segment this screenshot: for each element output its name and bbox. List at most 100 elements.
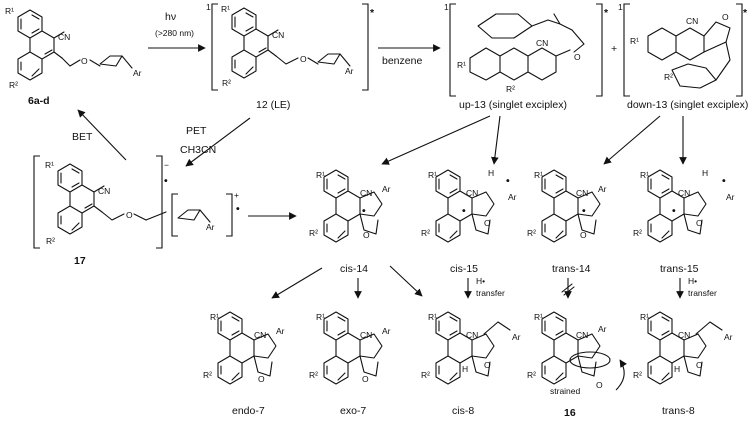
svg-text:trans-8: trans-8 <box>662 405 695 417</box>
svg-text:•: • <box>462 205 466 217</box>
arrow-trans15-h-transfer: H• transfer <box>676 276 717 299</box>
svg-text:•: • <box>672 205 676 217</box>
svg-text:R¹: R¹ <box>221 4 230 14</box>
arrow-irradiation: hν (>280 nm) <box>148 11 206 52</box>
svg-text:Ar: Ar <box>512 332 521 342</box>
svg-text:R¹: R¹ <box>640 170 649 180</box>
arrow-up13-to-cis15 <box>491 115 501 165</box>
svg-text:R²: R² <box>527 370 536 380</box>
svg-text:CN: CN <box>678 188 690 198</box>
svg-text:Ar: Ar <box>598 324 607 334</box>
svg-text:CN: CN <box>686 16 698 26</box>
svg-text:R¹: R¹ <box>457 60 466 70</box>
svg-text:*: * <box>743 7 748 19</box>
svg-text:H: H <box>702 168 708 178</box>
svg-text:Ar: Ar <box>382 326 391 336</box>
svg-text:•: • <box>362 205 366 217</box>
compound-trans-15: R¹ CN H • Ar • O R² trans-15 <box>633 168 735 275</box>
svg-text:H: H <box>674 364 680 374</box>
svg-text:H•: H• <box>476 276 485 286</box>
svg-text:exo-7: exo-7 <box>340 405 366 417</box>
svg-text:transfer: transfer <box>688 288 717 298</box>
svg-text:benzene: benzene <box>382 55 422 67</box>
svg-text:O: O <box>363 230 370 240</box>
compound-endo-7: R¹ CN Ar O R² endo-7 <box>203 311 285 417</box>
svg-text:CN: CN <box>360 188 372 198</box>
svg-text:R¹: R¹ <box>428 312 437 322</box>
svg-text:(>280 nm): (>280 nm) <box>155 28 194 38</box>
svg-text:R¹: R¹ <box>428 170 437 180</box>
svg-text:12 (LE): 12 (LE) <box>256 99 290 111</box>
plus-sign: + <box>611 43 617 55</box>
compound-up-13: 1 * O CN R¹ R² up-13 (singlet exciplex) <box>444 2 609 111</box>
arrow-cis14-to-endo7 <box>271 267 323 299</box>
compound-6a-d: R¹ CN R² O Ar 6a-d <box>5 6 142 107</box>
svg-text:R¹: R¹ <box>5 6 14 16</box>
svg-text:CH3CN: CH3CN <box>180 144 216 156</box>
svg-text:R¹: R¹ <box>210 312 219 322</box>
svg-text:Ar: Ar <box>382 184 391 194</box>
compound-exo-7: R¹ CN Ar O R² exo-7 <box>309 311 391 417</box>
svg-text:1: 1 <box>618 2 623 12</box>
svg-text:R²: R² <box>9 80 18 90</box>
svg-text:R¹: R¹ <box>534 312 543 322</box>
svg-text:up-13 (singlet exciplex): up-13 (singlet exciplex) <box>459 99 567 111</box>
arrow-cis15-h-transfer: H• transfer <box>464 276 505 299</box>
svg-text:O: O <box>484 218 491 228</box>
svg-text:Ar: Ar <box>276 326 285 336</box>
svg-text:R²: R² <box>309 370 318 380</box>
svg-text:O: O <box>596 380 603 390</box>
svg-text:−: − <box>164 160 169 170</box>
svg-text:R¹: R¹ <box>630 36 639 46</box>
compound-down-13: 1 * CN O R¹ R² down-13 (singlet exciplex… <box>618 2 748 111</box>
svg-text:O: O <box>580 230 587 240</box>
svg-text:CN: CN <box>536 38 548 48</box>
svg-text:16: 16 <box>564 407 576 419</box>
svg-text:PET: PET <box>186 125 207 137</box>
svg-text:CN: CN <box>466 188 478 198</box>
compound-trans-8: R¹ CN Ar H O R² trans-8 <box>633 311 733 417</box>
svg-text:O: O <box>574 52 581 62</box>
arrow-up13-to-cis14 <box>381 115 491 165</box>
svg-text:Ar: Ar <box>598 184 607 194</box>
svg-text:1: 1 <box>206 2 211 12</box>
svg-text:R²: R² <box>203 370 212 380</box>
svg-text:CN: CN <box>678 330 690 340</box>
arrow-benzene: benzene <box>378 44 441 67</box>
svg-text:H•: H• <box>688 276 697 286</box>
svg-text:cis-8: cis-8 <box>452 405 474 417</box>
svg-text:R²: R² <box>527 228 536 238</box>
svg-text:1: 1 <box>444 2 449 12</box>
svg-text:6a-d: 6a-d <box>28 95 50 107</box>
compound-12-le: 1 * R¹ CN R² O Ar 12 (LE) <box>206 2 375 111</box>
svg-text:O: O <box>696 360 703 370</box>
svg-text:R¹: R¹ <box>316 312 325 322</box>
svg-text:cis-15: cis-15 <box>450 263 478 275</box>
svg-text:Ar: Ar <box>508 192 517 202</box>
svg-text:CN: CN <box>254 330 266 340</box>
compound-cis-14: R¹ CN Ar • O R² cis-14 <box>309 169 391 275</box>
svg-text:Ar: Ar <box>724 332 733 342</box>
svg-text:•: • <box>236 203 240 215</box>
svg-text:trans-15: trans-15 <box>660 263 699 275</box>
svg-text:O: O <box>362 374 369 384</box>
svg-text:transfer: transfer <box>476 288 505 298</box>
svg-text:trans-14: trans-14 <box>552 263 591 275</box>
svg-text:17: 17 <box>74 255 86 267</box>
svg-text:O: O <box>300 54 307 64</box>
svg-text:CN: CN <box>98 186 110 196</box>
svg-text:CN: CN <box>58 32 70 42</box>
svg-text:O: O <box>696 218 703 228</box>
svg-text:CN: CN <box>576 330 588 340</box>
svg-text:•: • <box>582 205 586 217</box>
svg-text:O: O <box>258 374 265 384</box>
svg-text:CN: CN <box>576 188 588 198</box>
svg-text:R²: R² <box>421 370 430 380</box>
svg-text:R²: R² <box>633 228 642 238</box>
svg-text:•: • <box>506 175 510 187</box>
svg-text:hν: hν <box>165 11 176 23</box>
svg-text:R²: R² <box>664 72 673 82</box>
svg-text:BET: BET <box>72 131 93 143</box>
svg-text:O: O <box>484 360 491 370</box>
